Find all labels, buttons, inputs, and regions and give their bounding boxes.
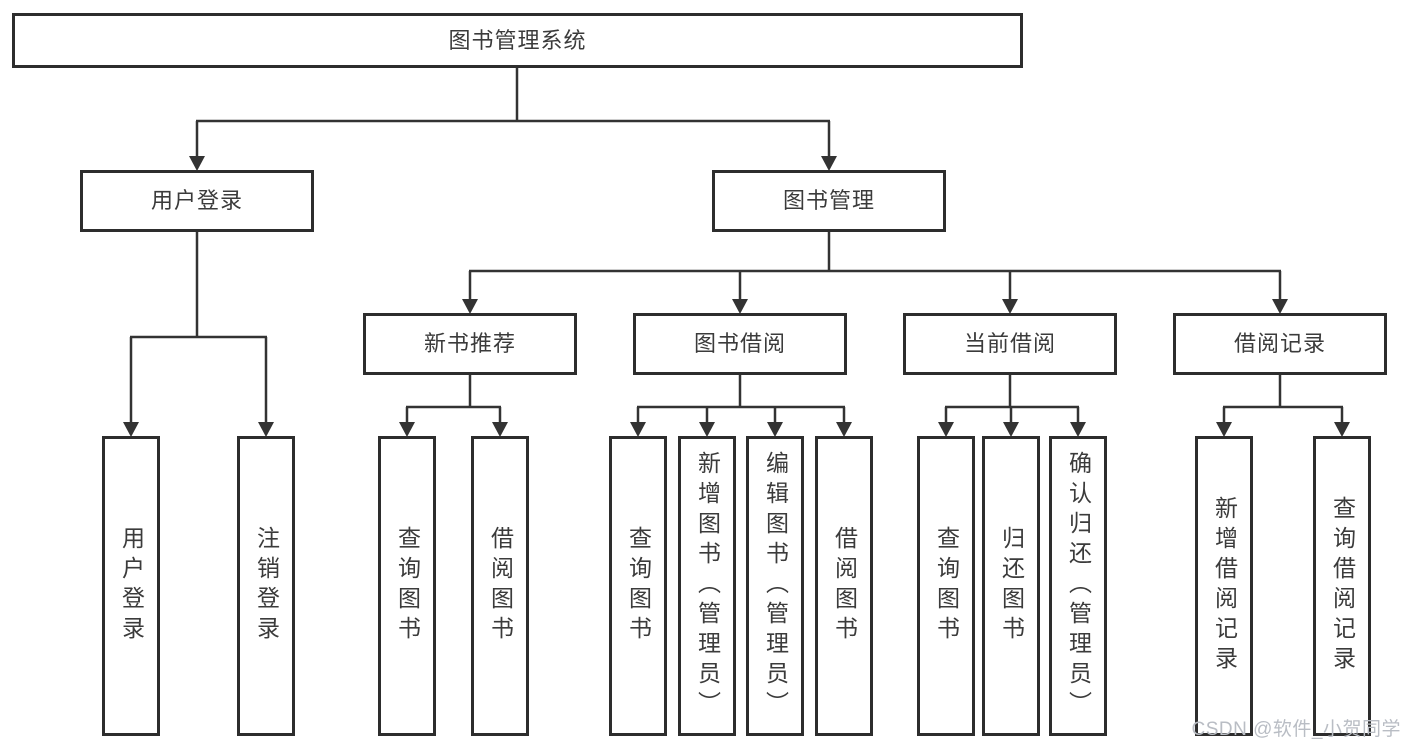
leaf-logout-label: 注销登录 — [253, 526, 280, 646]
arrowhead — [1216, 422, 1232, 437]
node-root-label: 图书管理系统 — [448, 27, 587, 53]
arrowhead — [189, 156, 205, 171]
watermark-text: CSDN @软件_小贺同学 — [1191, 719, 1401, 740]
connector-bookmgmt-to-level3 — [462, 232, 1288, 314]
node-new-book-recommend: 新书推荐 — [363, 313, 577, 375]
leaf-user-login-label: 用户登录 — [118, 526, 145, 646]
connector-bookborrow-to-leaves — [630, 375, 852, 437]
leaf-query-borrow-record: 查询借阅记录 — [1313, 436, 1371, 736]
leaf-current-query-books: 查询图书 — [917, 436, 975, 736]
leaf-recommend-query-books: 查询图书 — [378, 436, 436, 736]
arrowhead — [1002, 299, 1018, 314]
arrowhead — [1003, 422, 1019, 437]
arrowhead — [630, 422, 646, 437]
leaf-borrow-query-books-label: 查询图书 — [625, 526, 652, 646]
arrowhead — [462, 299, 478, 314]
leaf-add-borrow-record-label: 新增借阅记录 — [1211, 496, 1238, 676]
arrowhead — [836, 422, 852, 437]
arrowhead — [1334, 422, 1350, 437]
leaf-edit-book-admin: 编辑图书（管理员） — [746, 436, 804, 736]
leaf-recommend-borrow-books-label: 借阅图书 — [487, 526, 514, 646]
arrowhead — [123, 422, 139, 437]
leaf-recommend-query-books-label: 查询图书 — [394, 526, 421, 646]
node-book-borrow: 图书借阅 — [633, 313, 847, 375]
leaf-confirm-return-admin: 确认归还（管理员） — [1049, 436, 1107, 736]
arrowhead — [732, 299, 748, 314]
leaf-logout: 注销登录 — [237, 436, 295, 736]
leaf-add-book-admin: 新增图书（管理员） — [678, 436, 736, 736]
connector-records-to-leaves — [1216, 375, 1350, 437]
leaf-borrow-borrow-books-label: 借阅图书 — [831, 526, 858, 646]
leaf-borrow-query-books: 查询图书 — [609, 436, 667, 736]
leaf-return-books: 归还图书 — [982, 436, 1040, 736]
arrowhead — [399, 422, 415, 437]
leaf-return-books-label: 归还图书 — [998, 526, 1025, 646]
node-book-management: 图书管理 — [712, 170, 946, 232]
arrowhead — [767, 422, 783, 437]
leaf-edit-book-admin-label: 编辑图书（管理员） — [762, 451, 789, 721]
node-book-management-label: 图书管理 — [782, 188, 875, 213]
arrowhead — [699, 422, 715, 437]
connector-userlogin-to-leaves — [123, 232, 274, 437]
connector-currentborrow-to-leaves — [938, 375, 1086, 437]
leaf-borrow-borrow-books: 借阅图书 — [815, 436, 873, 736]
connector-newbook-to-leaves — [399, 375, 508, 437]
arrowhead — [492, 422, 508, 437]
node-root: 图书管理系统 — [12, 13, 1023, 68]
node-current-borrow: 当前借阅 — [903, 313, 1117, 375]
arrowhead — [1070, 422, 1086, 437]
node-borrow-records-label: 借阅记录 — [1233, 331, 1326, 356]
leaf-recommend-borrow-books: 借阅图书 — [471, 436, 529, 736]
node-user-login-label: 用户登录 — [150, 188, 243, 213]
node-user-login: 用户登录 — [80, 170, 314, 232]
arrowhead — [258, 422, 274, 437]
arrowhead — [938, 422, 954, 437]
leaf-user-login: 用户登录 — [102, 436, 160, 736]
leaf-confirm-return-admin-label: 确认归还（管理员） — [1065, 451, 1092, 721]
node-book-borrow-label: 图书借阅 — [693, 331, 786, 356]
leaf-current-query-books-label: 查询图书 — [933, 526, 960, 646]
connector-root-to-level2 — [189, 68, 837, 171]
leaf-add-borrow-record: 新增借阅记录 — [1195, 436, 1253, 736]
node-current-borrow-label: 当前借阅 — [963, 331, 1056, 356]
node-borrow-records: 借阅记录 — [1173, 313, 1387, 375]
node-new-book-recommend-label: 新书推荐 — [423, 331, 516, 356]
arrowhead — [821, 156, 837, 171]
leaf-query-borrow-record-label: 查询借阅记录 — [1329, 496, 1356, 676]
arrowhead — [1272, 299, 1288, 314]
leaf-add-book-admin-label: 新增图书（管理员） — [694, 451, 721, 721]
